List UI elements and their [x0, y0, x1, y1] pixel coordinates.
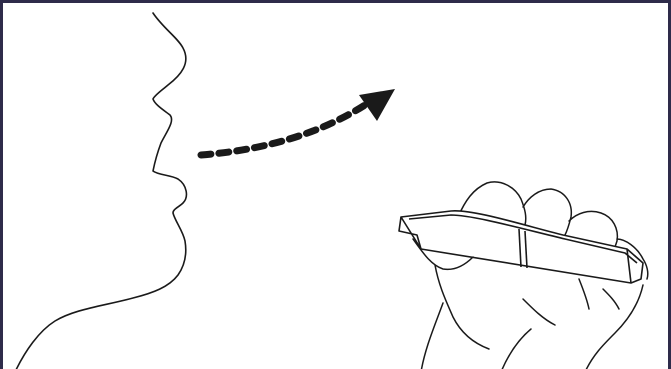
- breath-arrow-path: [201, 105, 365, 155]
- face-profile-icon: [15, 13, 186, 369]
- illustration-canvas: [3, 3, 671, 369]
- inhaler-device-icon: [399, 211, 643, 283]
